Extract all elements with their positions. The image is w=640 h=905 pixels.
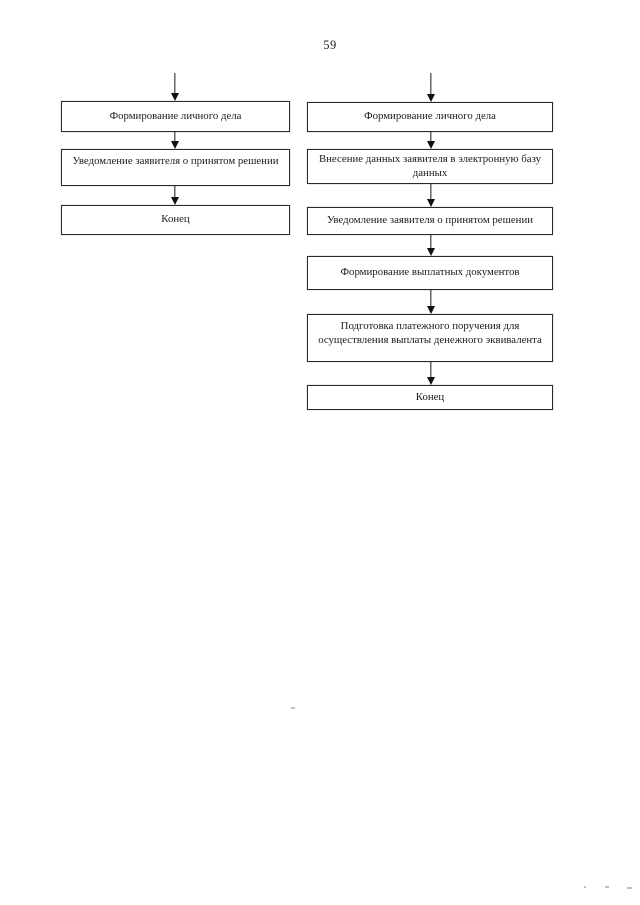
page-number: 59	[323, 38, 337, 52]
flow-arrow-down	[170, 73, 180, 101]
scan-speck	[627, 887, 632, 889]
flow-box-right-2: Внесение данных заявителя в электронную …	[307, 149, 553, 184]
arrowhead-icon	[427, 306, 435, 314]
arrowhead-icon	[171, 141, 179, 149]
arrow-line	[174, 186, 176, 199]
arrowhead-icon	[427, 199, 435, 207]
flow-arrow-down	[426, 73, 436, 102]
flow-arrow-down	[426, 184, 436, 207]
scan-speck	[584, 886, 586, 888]
flow-box-right-end: Конец	[307, 385, 553, 410]
scan-speck	[291, 707, 295, 709]
arrowhead-icon	[427, 94, 435, 102]
arrow-line	[430, 362, 432, 379]
flow-arrow-down	[170, 186, 180, 205]
arrow-line	[174, 132, 176, 143]
arrowhead-icon	[427, 248, 435, 256]
arrow-line	[430, 132, 432, 143]
arrowhead-icon	[427, 377, 435, 385]
arrow-line	[430, 184, 432, 201]
flow-arrow-down	[426, 362, 436, 385]
arrowhead-icon	[427, 141, 435, 149]
flow-box-left-end: Конец	[61, 205, 290, 235]
flow-arrow-down	[426, 235, 436, 256]
arrow-line	[430, 73, 432, 96]
flow-arrow-down	[170, 132, 180, 149]
arrow-line	[174, 73, 176, 95]
flow-box-right-1: Формирование личного дела	[307, 102, 553, 132]
arrowhead-icon	[171, 93, 179, 101]
arrow-line	[430, 235, 432, 250]
flow-box-left-2: Уведомление заявителя о принятом решении	[61, 149, 290, 186]
flow-box-left-1: Формирование личного дела	[61, 101, 290, 132]
flow-box-right-3: Уведомление заявителя о принятом решении	[307, 207, 553, 235]
arrowhead-icon	[171, 197, 179, 205]
flow-box-right-4: Формирование выплатных документов	[307, 256, 553, 290]
scan-speck	[605, 886, 609, 888]
flow-arrow-down	[426, 290, 436, 314]
flow-arrow-down	[426, 132, 436, 149]
arrow-line	[430, 290, 432, 308]
flow-box-right-5: Подготовка платежного поручения для осущ…	[307, 314, 553, 362]
